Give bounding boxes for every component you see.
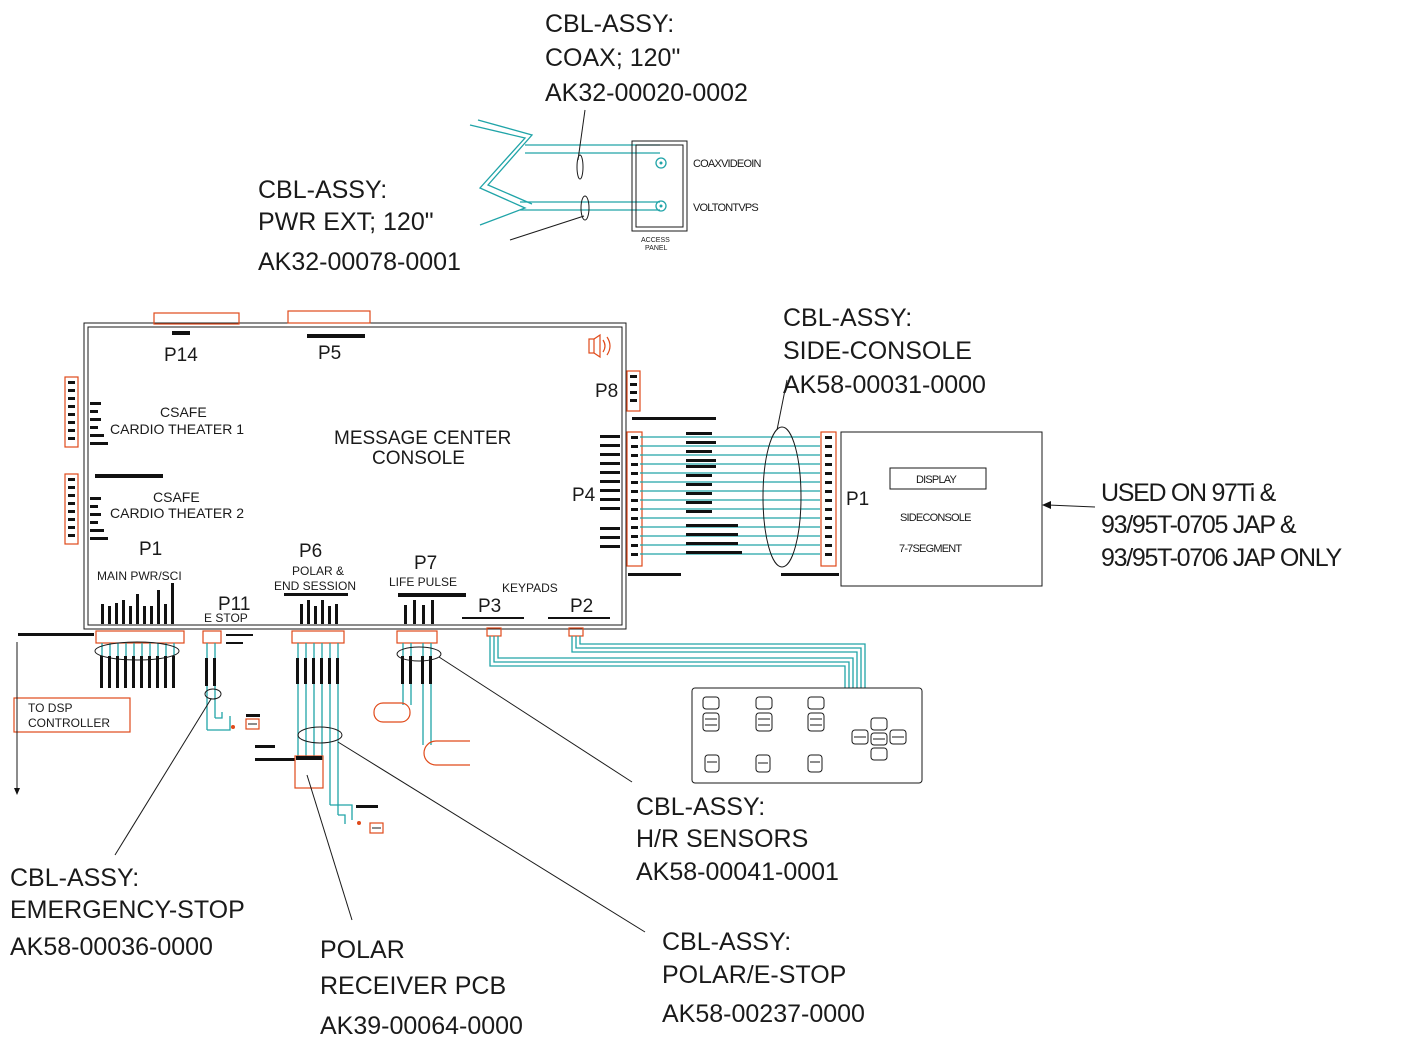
callout-pwr-ext: CBL-ASSY: PWR EXT; 120" AK32-00078-0001 bbox=[258, 176, 461, 276]
p5-label: P5 bbox=[318, 343, 341, 364]
p1-desc: MAIN PWR/SCI bbox=[97, 569, 182, 583]
callout-coax-l3: AK32-00020-0002 bbox=[545, 79, 748, 107]
emergency-stop-l2: EMERGENCY-STOP bbox=[10, 896, 245, 924]
p6-label: P6 bbox=[299, 541, 322, 562]
p1-label: P1 bbox=[139, 539, 162, 560]
access-panel-label-2: PANEL bbox=[645, 245, 668, 252]
used-on-l1: USED ON 97Ti & bbox=[1101, 479, 1277, 507]
polar-estop-l3: AK58-00237-0000 bbox=[662, 1000, 865, 1028]
speaker-icon bbox=[588, 333, 611, 359]
side-console-name: SIDECONSOLE bbox=[900, 512, 971, 524]
estop-harness bbox=[204, 643, 260, 731]
callout-side-console: CBL-ASSY: SIDE-CONSOLE AK58-00031-0000 bbox=[776, 304, 986, 431]
callout-side-console-l3: AK58-00031-0000 bbox=[783, 371, 986, 399]
polar-estop-l1: CBL-ASSY: bbox=[662, 928, 791, 956]
csafe1-label-1: CSAFE bbox=[160, 404, 207, 420]
dsp-label-2: CONTROLLER bbox=[28, 716, 110, 730]
keypad-board bbox=[691, 687, 923, 784]
p7-harness bbox=[373, 643, 470, 766]
keypads-label: KEYPADS bbox=[502, 581, 558, 595]
polar-receiver-l2: RECEIVER PCB bbox=[320, 972, 506, 1000]
access-cables bbox=[469, 109, 660, 241]
segment-label: 7-7SEGMENT bbox=[899, 543, 962, 555]
p6-desc-1: POLAR & bbox=[292, 564, 344, 578]
p1-harness bbox=[94, 641, 180, 688]
emergency-stop-l3: AK58-00036-0000 bbox=[10, 933, 213, 961]
coax-video-in-label: COAXVIDEOIN bbox=[693, 158, 761, 170]
console-title-1: MESSAGE CENTER bbox=[334, 428, 511, 449]
p7-label: P7 bbox=[414, 553, 437, 574]
side-console-p1-label: P1 bbox=[846, 489, 869, 510]
access-panel-label-1: ACCESS bbox=[641, 237, 670, 244]
emergency-stop-l1: CBL-ASSY: bbox=[10, 864, 139, 892]
callout-hr-sensors: CBL-ASSY: H/R SENSORS AK58-00041-0001 bbox=[636, 793, 839, 886]
console-title-2: CONSOLE bbox=[372, 448, 465, 469]
access-panel: COAXVIDEOIN VOLTONTVPS ACCESS PANEL bbox=[631, 140, 762, 252]
polar-estop-l2: POLAR/E-STOP bbox=[662, 961, 846, 989]
bottom-connectors bbox=[18, 627, 584, 644]
p2-label: P2 bbox=[570, 596, 593, 617]
polar-receiver-l1: POLAR bbox=[320, 936, 405, 964]
callout-pwr-ext-l3: AK32-00078-0001 bbox=[258, 248, 461, 276]
csafe1-label-2: CARDIO THEATER 1 bbox=[110, 421, 244, 437]
used-on-l2: 93/95T-0705 JAP & bbox=[1101, 511, 1297, 539]
side-console: P1 DISPLAY SIDECONSOLE 7-7SEGMENT bbox=[820, 431, 1043, 587]
callout-side-console-l2: SIDE-CONSOLE bbox=[783, 337, 972, 365]
p3-label: P3 bbox=[478, 596, 501, 617]
dsp-label-1: TO DSP bbox=[28, 701, 72, 715]
p6-harness bbox=[255, 643, 384, 834]
hr-sensors-l1: CBL-ASSY: bbox=[636, 793, 765, 821]
p8-label: P8 bbox=[595, 381, 618, 402]
polar-receiver-l3: AK39-00064-0000 bbox=[320, 1012, 523, 1040]
p11-label: P11 bbox=[218, 594, 250, 615]
callout-emergency-stop: CBL-ASSY: EMERGENCY-STOP AK58-00036-0000 bbox=[10, 864, 245, 961]
volt-label: VOLTONTVPS bbox=[693, 202, 758, 214]
p6-desc-2: END SESSION bbox=[274, 579, 356, 593]
display-label: DISPLAY bbox=[916, 474, 958, 486]
csafe2-label-2: CARDIO THEATER 2 bbox=[110, 505, 244, 521]
callout-pwr-ext-l2: PWR EXT; 120" bbox=[258, 208, 434, 236]
hr-sensors-l3: AK58-00041-0001 bbox=[636, 858, 839, 886]
p11-desc: E STOP bbox=[204, 611, 248, 625]
used-on-l3: 93/95T-0706 JAP ONLY bbox=[1101, 544, 1343, 572]
callout-polar-estop: CBL-ASSY: POLAR/E-STOP AK58-00237-0000 bbox=[662, 928, 865, 1028]
keypad-harness bbox=[489, 636, 866, 688]
p4-label: P4 bbox=[572, 485, 596, 506]
callout-side-console-l1: CBL-ASSY: bbox=[783, 304, 912, 332]
p7-desc: LIFE PULSE bbox=[389, 575, 457, 589]
csafe2-label-1: CSAFE bbox=[153, 489, 200, 505]
callout-polar-receiver: POLAR RECEIVER PCB AK39-00064-0000 bbox=[320, 936, 523, 1040]
callout-used-on: USED ON 97Ti & 93/95T-0705 JAP & 93/95T-… bbox=[1042, 479, 1344, 572]
leader-lines bbox=[114, 656, 646, 933]
callout-pwr-ext-l1: CBL-ASSY: bbox=[258, 176, 387, 204]
callout-coax-l1: CBL-ASSY: bbox=[545, 10, 674, 38]
callout-coax-l2: COAX; 120" bbox=[545, 44, 680, 72]
side-console-harness bbox=[640, 426, 839, 576]
hr-sensors-l2: H/R SENSORS bbox=[636, 825, 808, 853]
callout-coax: CBL-ASSY: COAX; 120" AK32-00020-0002 bbox=[545, 10, 748, 107]
message-center-console: P14 P5 MESSAGE CENTER CONSOLE CSAFE CARD… bbox=[64, 310, 716, 630]
p14-label: P14 bbox=[164, 345, 198, 366]
dsp-controller: TO DSP CONTROLLER bbox=[13, 642, 131, 795]
